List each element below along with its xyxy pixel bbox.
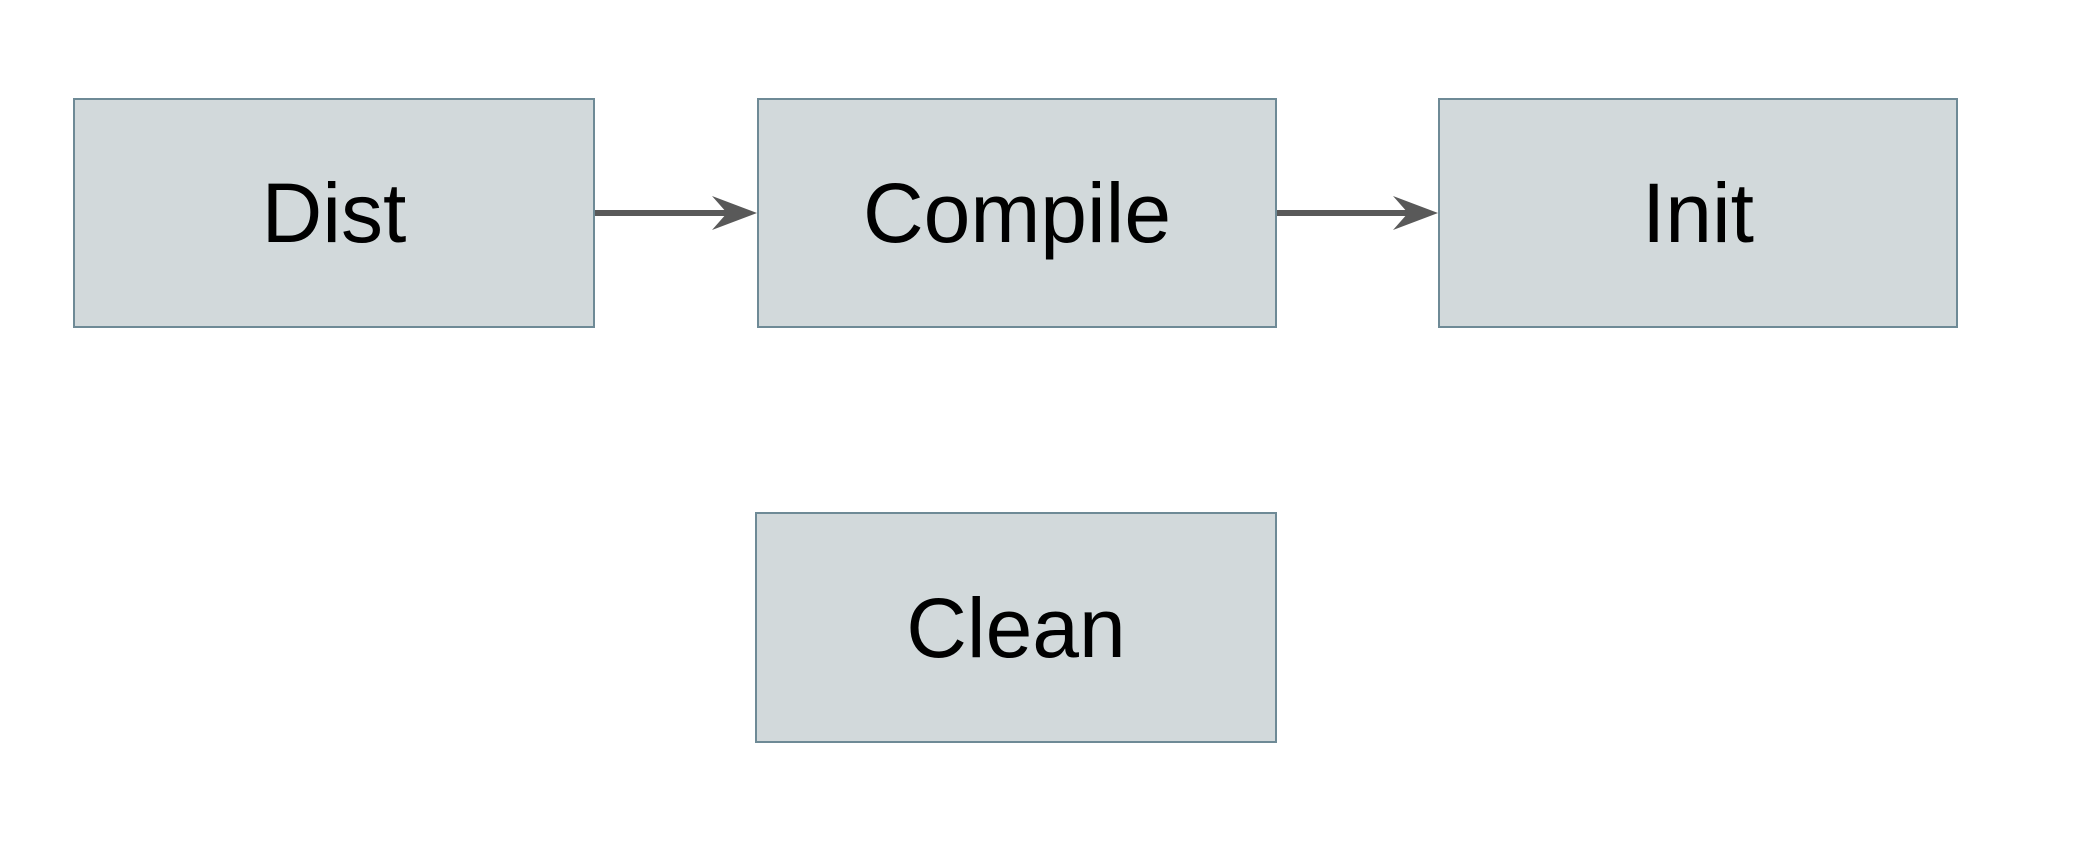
node-init-label: Init (1641, 166, 1755, 260)
edge-compile-to-init (1277, 196, 1438, 230)
node-init: Init (1438, 98, 1958, 328)
node-clean-label: Clean (906, 580, 1126, 675)
node-dist: Dist (73, 98, 595, 328)
arrowhead-icon (1393, 196, 1438, 230)
node-compile: Compile (757, 98, 1277, 328)
arrowhead-icon (712, 196, 757, 230)
node-compile-label: Compile (862, 166, 1172, 260)
edge-dist-to-compile (595, 196, 757, 230)
node-clean: Clean (755, 512, 1277, 743)
node-dist-label: Dist (261, 166, 407, 260)
